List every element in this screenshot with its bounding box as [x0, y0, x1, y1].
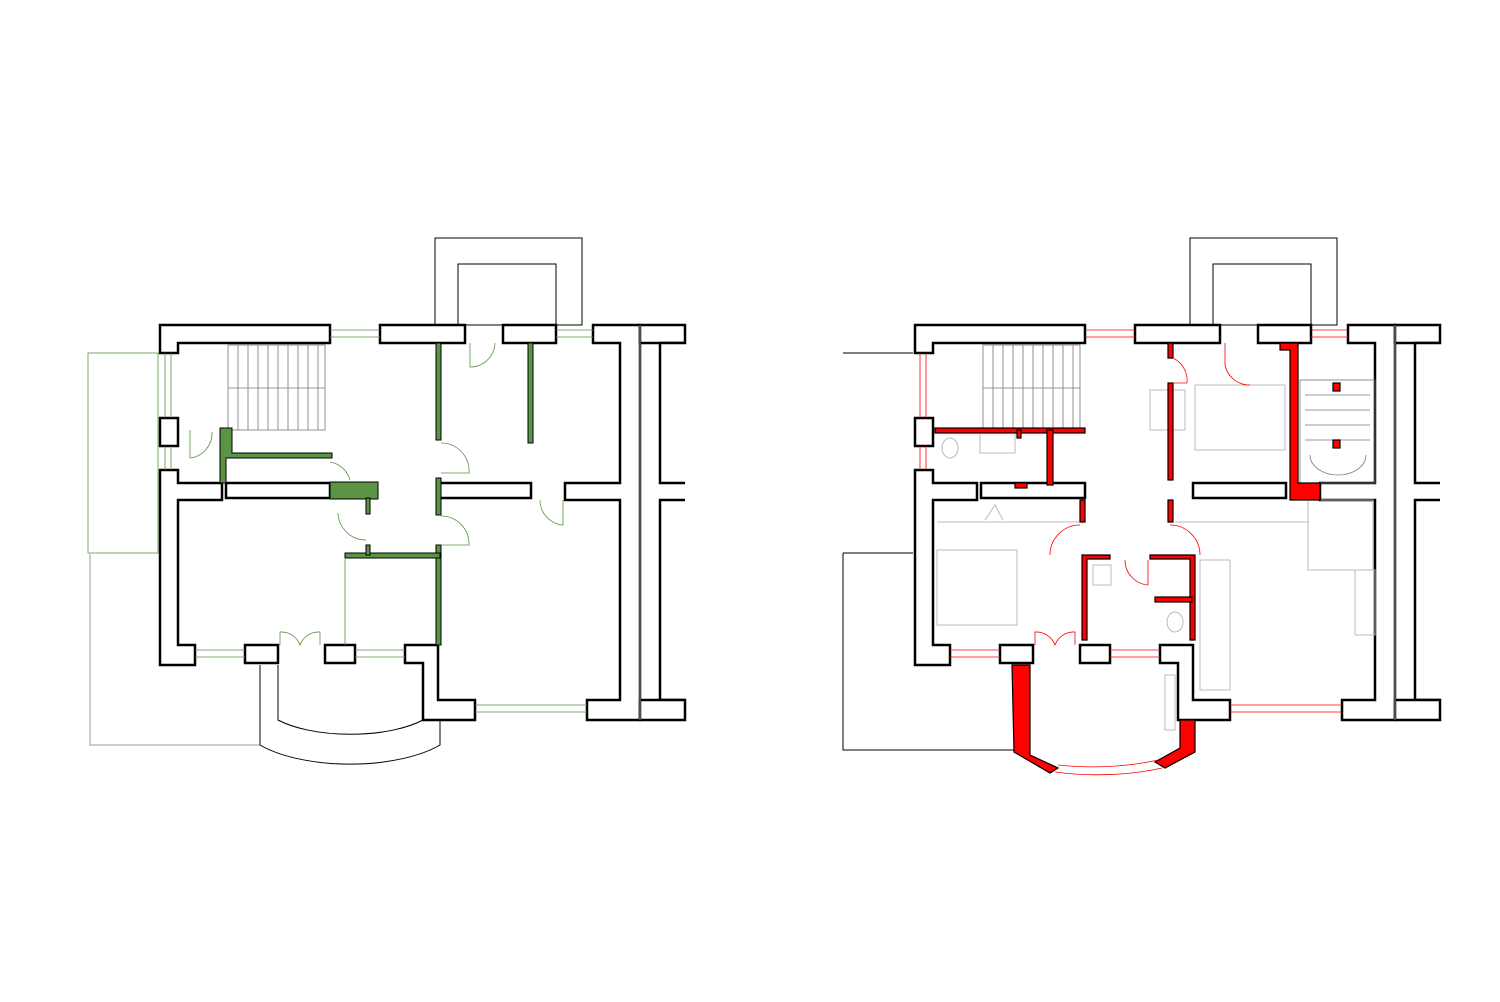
proposed-doors-windows	[919, 329, 1348, 776]
terrace-outline	[87, 352, 159, 554]
proposed-floor-plan	[842, 236, 1442, 776]
proposed-walls-accent	[934, 342, 1341, 774]
terrace-outline	[842, 352, 1015, 751]
furniture	[936, 384, 1376, 731]
existing-walls-accent	[219, 342, 534, 646]
existing-floor-plan	[87, 236, 687, 765]
terrace-railing	[89, 553, 260, 746]
spiral-stair	[1299, 379, 1376, 484]
existing-doors-windows	[164, 329, 593, 713]
bay-outline	[259, 665, 441, 765]
